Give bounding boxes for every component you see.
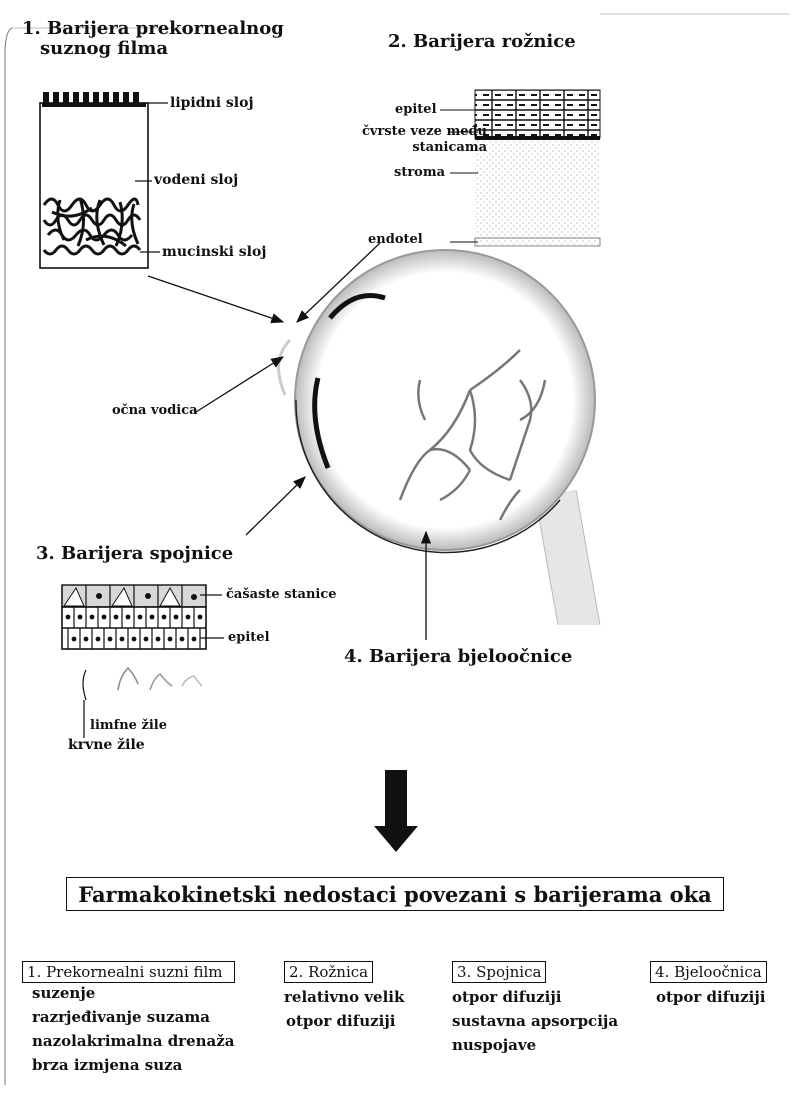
column-item: razrjeđivanje suzama [32, 1005, 235, 1029]
column-conjunctiva-title: 3. Spojnica [452, 961, 546, 983]
label-cornea-epithelium: epitel [395, 102, 437, 117]
column-item: otpor difuziji [656, 985, 767, 1009]
barrier-1-title-line1: 1. Barijera prekornealnog [22, 19, 284, 39]
barrier-1-title: 1. Barijera prekornealnog suznog filma [22, 19, 284, 59]
barrier-2-title: 2. Barijera rožnice [388, 31, 576, 52]
label-goblet-cells: čašaste stanice [226, 587, 337, 602]
column-cornea-items: relativno velik otpor difuziji [284, 985, 404, 1033]
column-item: sustavna apsorpcija [452, 1009, 618, 1033]
down-arrow-icon [374, 770, 418, 852]
column-item: brza izmjena suza [32, 1053, 235, 1077]
column-item: nuspojave [452, 1033, 618, 1057]
label-aqueous-humor: očna vodica [112, 403, 198, 418]
label-aqueous-layer: vodeni sloj [154, 172, 238, 188]
column-tear-film-title: 1. Prekornealni suzni film [22, 961, 235, 983]
column-cornea: 2. Rožnica relativno velik otpor difuzij… [284, 961, 404, 1033]
column-conjunctiva: 3. Spojnica otpor difuziji sustavna apso… [452, 961, 618, 1057]
column-item: relativno velik [284, 985, 404, 1009]
label-lipid-layer: lipidni sloj [170, 95, 254, 111]
headline-box: Farmakokinetski nedostaci povezani s bar… [66, 877, 724, 911]
column-sclera-title: 4. Bjeloočnica [650, 961, 767, 983]
column-tear-film-items: suzenje razrjeđivanje suzama nazolakrima… [22, 981, 235, 1077]
column-sclera-items: otpor difuziji [650, 985, 767, 1009]
barrier-1-title-line2: suznog filma [22, 39, 284, 59]
barrier-4-title: 4. Barijera bjeloočnice [344, 646, 572, 667]
column-item: otpor difuziji [452, 985, 618, 1009]
tear-film-illustration [40, 92, 168, 268]
column-cornea-title: 2. Rožnica [284, 961, 373, 983]
column-tear-film: 1. Prekornealni suzni film suzenje razrj… [22, 961, 235, 1077]
label-endothelium: endotel [368, 232, 423, 247]
column-item: suzenje [32, 981, 235, 1005]
column-conjunctiva-items: otpor difuziji sustavna apsorpcija nuspo… [452, 985, 618, 1057]
label-stroma: stroma [394, 165, 445, 180]
column-item: otpor difuziji [284, 1009, 404, 1033]
page-border-left [5, 28, 12, 1085]
label-tight-junctions: čvrste veze među stanicama [362, 124, 487, 156]
cornea-illustration [440, 90, 600, 246]
label-lymph-vessels: limfne žile [90, 718, 167, 733]
label-conj-epithelium: epitel [228, 630, 270, 645]
label-mucin-layer: mucinski sloj [162, 244, 266, 260]
label-tight-junctions-line1: čvrste veze među [362, 124, 487, 140]
label-tight-junctions-line2: stanicama [362, 140, 487, 156]
conjunctiva-illustration [62, 585, 224, 738]
barrier-3-title: 3. Barijera spojnice [36, 543, 233, 564]
eyeball-illustration [279, 250, 600, 625]
headline-text: Farmakokinetski nedostaci povezani s bar… [78, 882, 712, 907]
column-item: nazolakrimalna drenaža [32, 1029, 235, 1053]
label-blood-vessels: krvne žile [68, 737, 145, 753]
column-sclera: 4. Bjeloočnica otpor difuziji [650, 961, 767, 1009]
